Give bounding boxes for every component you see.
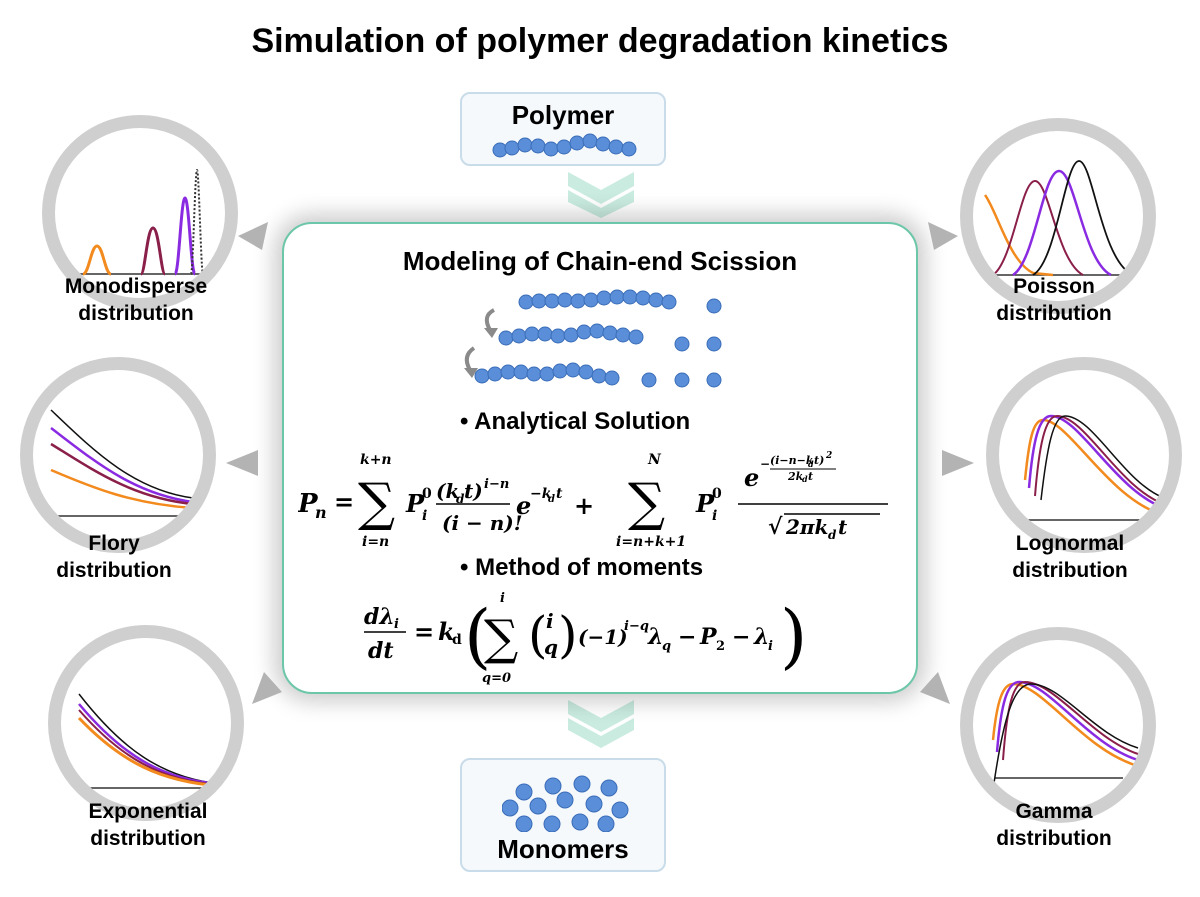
svg-text:i: i — [394, 617, 399, 632]
svg-text:): ) — [780, 595, 807, 677]
arrow-icon-to-poisson — [928, 222, 958, 250]
arrow-icon-to-lognormal — [942, 450, 974, 476]
gamma-plot — [960, 627, 1156, 823]
svg-text:2: 2 — [825, 451, 832, 461]
svg-text:d: d — [548, 494, 555, 505]
svg-text:q=0: q=0 — [482, 671, 511, 686]
svg-text:d: d — [828, 528, 837, 542]
chevron-down-icon-bottom — [568, 700, 634, 748]
svg-text:∑: ∑ — [484, 610, 518, 666]
svg-text:t: t — [808, 470, 813, 483]
svg-text:i: i — [422, 508, 427, 524]
monomers-box: Monomers — [460, 758, 666, 872]
monomers-graphic — [502, 775, 629, 832]
svg-text:λ: λ — [647, 624, 663, 650]
arrow-icon-to-gamma — [920, 672, 950, 704]
svg-text:t: t — [838, 515, 848, 539]
chain-end-scission-panel: Modeling of Chain-end Scission — [282, 222, 918, 694]
curved-arrow-icon-1 — [484, 308, 496, 331]
svg-text:q: q — [544, 635, 558, 659]
svg-text:=: = — [414, 617, 434, 646]
svg-text:N: N — [647, 452, 662, 468]
polymer-label: Polymer — [511, 100, 615, 130]
svg-text:P: P — [298, 489, 319, 519]
svg-text:i−n: i−n — [484, 477, 509, 492]
arrow-icon-to-exponential — [252, 672, 282, 704]
svg-text:i: i — [500, 591, 505, 606]
svg-text:(i − n)!: (i − n)! — [442, 511, 523, 535]
svg-text:d: d — [808, 459, 814, 469]
svg-text:=: = — [334, 487, 354, 516]
svg-text:e: e — [516, 491, 531, 520]
flory-plot — [20, 357, 216, 553]
monomers-label: Monomers — [497, 834, 629, 864]
chevron-down-icon-top — [568, 172, 634, 218]
svg-text:0: 0 — [712, 486, 722, 502]
svg-text:−: − — [760, 457, 770, 471]
svg-text:∑: ∑ — [358, 473, 395, 533]
svg-text:(−1): (−1) — [578, 625, 628, 649]
exponential-plot — [48, 625, 244, 821]
svg-text:e: e — [744, 463, 759, 492]
svg-text:i: i — [712, 508, 717, 524]
scission-chains-graphic — [464, 289, 722, 388]
svg-text:2: 2 — [716, 639, 725, 654]
svg-text:P: P — [699, 624, 718, 650]
svg-text:∑: ∑ — [628, 473, 665, 533]
svg-text:P: P — [695, 489, 715, 518]
arrow-icon-to-flory — [226, 450, 258, 476]
arrow-icon-to-monodisperse — [238, 222, 268, 250]
svg-text:2πk: 2πk — [785, 515, 828, 539]
svg-text:i=n: i=n — [362, 534, 389, 550]
svg-text:P: P — [405, 489, 425, 518]
svg-text:(k: (k — [436, 479, 459, 503]
svg-text:k+n: k+n — [360, 452, 392, 468]
svg-text:−k: −k — [530, 486, 552, 502]
svg-text:−: − — [678, 624, 696, 650]
polymer-chain-graphic — [492, 133, 637, 158]
svg-text:t: t — [556, 486, 563, 502]
svg-text:i: i — [768, 639, 773, 654]
svg-text:+: + — [574, 491, 594, 520]
svg-text:k: k — [438, 617, 455, 646]
panel-title: Modeling of Chain-end Scission — [402, 246, 798, 276]
svg-text:t): t) — [464, 479, 483, 503]
svg-text:t): t) — [814, 454, 824, 467]
svg-text:dλ: dλ — [364, 604, 395, 630]
svg-text:d: d — [802, 474, 808, 484]
svg-text:i−q: i−q — [624, 619, 649, 634]
svg-text:): ) — [558, 606, 578, 664]
svg-text:(i−n−k: (i−n−k — [770, 454, 814, 467]
bullet-method-of-moments: • Method of moments — [460, 554, 704, 581]
svg-text:q: q — [662, 639, 671, 654]
svg-text:−: − — [732, 624, 750, 650]
polymer-box: Polymer — [460, 92, 666, 166]
svg-text:0: 0 — [422, 486, 432, 502]
svg-text:i=n+k+1: i=n+k+1 — [616, 534, 686, 550]
svg-text:n: n — [315, 503, 327, 522]
bullet-analytical-solution: • Analytical Solution — [460, 408, 691, 435]
page-title: Simulation of polymer degradation kineti… — [251, 22, 949, 60]
svg-text:dt: dt — [368, 638, 394, 664]
svg-text:d: d — [456, 492, 465, 506]
svg-text:√: √ — [768, 514, 783, 540]
svg-text:i: i — [546, 609, 554, 633]
svg-text:(: ( — [464, 595, 491, 677]
svg-text:d: d — [452, 632, 462, 648]
svg-text:λ: λ — [753, 624, 769, 650]
svg-text:2k: 2k — [787, 470, 804, 483]
curved-arrow-icon-2 — [464, 346, 476, 371]
svg-text:(: ( — [528, 606, 548, 664]
lognormal-plot — [986, 357, 1182, 553]
